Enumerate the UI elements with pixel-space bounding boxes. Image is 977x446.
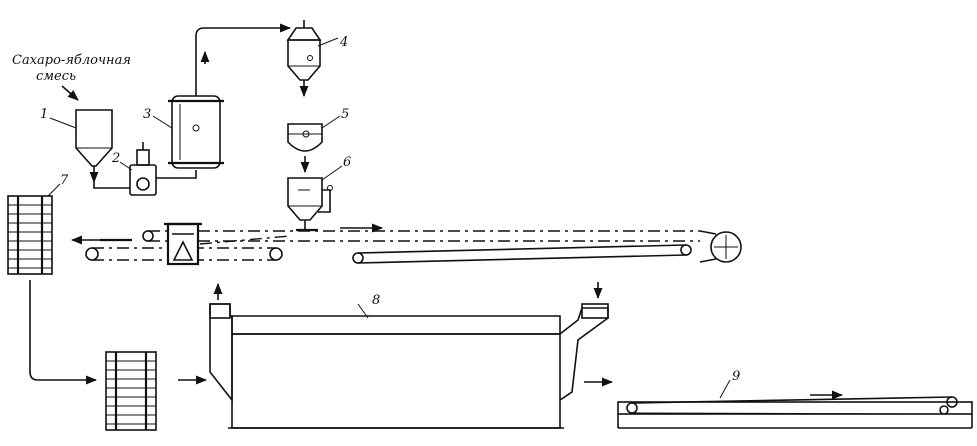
- leader-5: [321, 115, 341, 129]
- caption-arrow: [61, 85, 79, 101]
- caption-mixture: Сахаро-яблочная смесь: [12, 53, 131, 84]
- pump-2: [129, 142, 197, 196]
- leader-1: [49, 117, 77, 129]
- output-conveyor-9: [617, 396, 973, 429]
- label-9: 9: [732, 369, 740, 384]
- dosing-hopper-6: [287, 177, 333, 232]
- leader-6: [321, 165, 343, 181]
- filling-conveyor: [70, 230, 700, 261]
- caption-line-2: смесь: [36, 69, 76, 84]
- pipe-3-to-4: [195, 23, 292, 86]
- label-3: 3: [143, 107, 151, 122]
- main-conveyor: [352, 230, 742, 264]
- rack-second: [105, 351, 157, 431]
- label-5: 5: [341, 107, 349, 122]
- leader-7: [47, 183, 61, 197]
- leader-2: [119, 161, 133, 171]
- carriage-frame: [164, 222, 202, 266]
- collector-5: [287, 123, 323, 174]
- leader-8: [357, 303, 369, 319]
- label-7: 7: [60, 173, 69, 188]
- cyclone-4: [286, 20, 322, 98]
- caption-line-1: Сахаро-яблочная: [12, 53, 131, 68]
- label-4: 4: [339, 35, 348, 50]
- drying-chamber-8: [209, 303, 609, 429]
- flow-rack-to-dryer: [29, 280, 98, 385]
- leader-3: [152, 115, 173, 129]
- hopper-1: [75, 109, 130, 189]
- leader-4: [317, 37, 339, 47]
- rack-7: [7, 195, 53, 275]
- leader-9: [719, 379, 731, 399]
- label-8: 8: [372, 293, 380, 308]
- vessel-3: [168, 86, 224, 169]
- label-6: 6: [343, 155, 351, 170]
- label-1: 1: [40, 107, 48, 122]
- label-2: 2: [111, 151, 120, 166]
